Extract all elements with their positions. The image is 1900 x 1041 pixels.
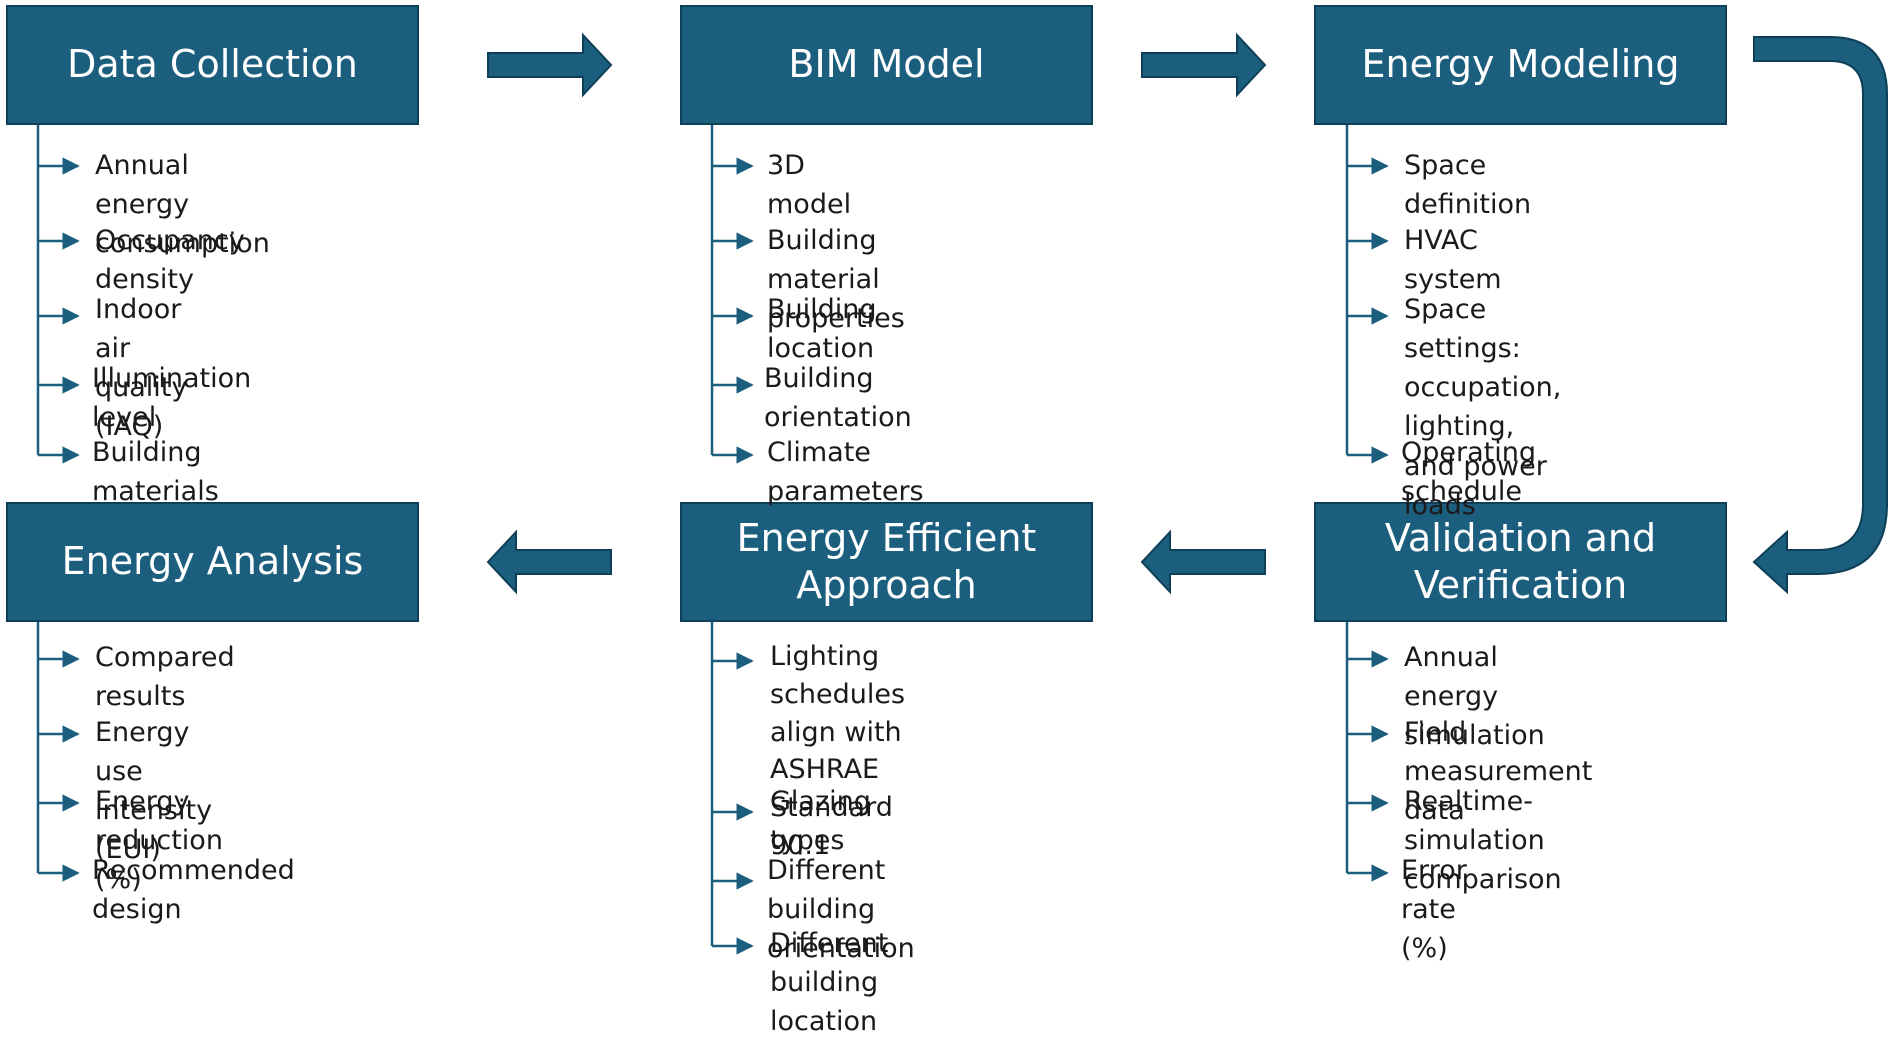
list-item: Realtime-simulation comparison	[1404, 786, 1562, 896]
left-arrow-icon	[486, 529, 612, 595]
list-item: Field measurement data	[1404, 717, 1593, 827]
energy-modeling-title: Energy Modeling	[1361, 42, 1680, 87]
list-item: Recommended design	[92, 855, 295, 926]
energy-efficient-approach-box: Energy Efficient Approach	[680, 502, 1093, 622]
list-item: Lighting schedules align with ASHRAE Sta…	[770, 641, 906, 861]
energy-efficient-approach-title: Energy Efficient Approach	[736, 515, 1037, 608]
curved-down-arrow-icon	[1752, 36, 1888, 595]
bim-model-title: BIM Model	[788, 42, 985, 87]
left-arrow-icon	[1140, 529, 1266, 595]
right-arrow-icon	[1141, 32, 1267, 98]
data-collection-box: Data Collection	[6, 5, 419, 125]
energy-analysis-box: Energy Analysis	[6, 502, 419, 622]
energy-modeling-box: Energy Modeling	[1314, 5, 1727, 125]
list-item: Occupancy density	[95, 225, 245, 296]
list-item: Glazing types	[770, 786, 871, 857]
list-item: Illumination level	[92, 363, 252, 434]
validation-verification-title: Validation and Verification	[1384, 515, 1657, 608]
bim-model-box: BIM Model	[680, 5, 1093, 125]
list-item: Building orientation	[764, 363, 912, 434]
list-item: Operating schedule	[1401, 437, 1536, 508]
bim-model-branches	[710, 125, 754, 464]
right-arrow-icon	[487, 32, 613, 98]
list-item: Compared results	[95, 642, 235, 713]
energy-analysis-title: Energy Analysis	[61, 539, 364, 584]
list-item: Building materials	[92, 437, 219, 508]
list-item: Annual energy consumption	[95, 150, 270, 260]
list-item: Climate parameters	[767, 437, 924, 508]
validation-verification-box: Validation and Verification	[1314, 502, 1727, 622]
energy-analysis-branches	[36, 622, 80, 882]
list-item: 3D model	[767, 150, 852, 221]
list-item: Indoor air quality (IAQ)	[95, 294, 188, 443]
list-item: Building location	[767, 294, 877, 365]
list-item: Annual energy simulation	[1404, 642, 1545, 752]
list-item: Building material properties	[767, 225, 905, 335]
energy-efficient-approach-branches	[710, 622, 754, 955]
validation-verification-branches	[1345, 622, 1389, 882]
list-item: Energy use intensity (EUI)	[95, 717, 213, 866]
data-collection-title: Data Collection	[67, 42, 358, 87]
list-item: Energy reduction (%)	[95, 786, 223, 896]
list-item: Space settings: occupation, lighting, an…	[1404, 294, 1562, 521]
list-item: Space definition	[1404, 150, 1532, 221]
list-item: Different building orientation	[767, 855, 915, 965]
list-item: Error rate (%)	[1401, 855, 1467, 965]
data-collection-branches	[36, 125, 80, 464]
diagram-connectors	[36, 32, 1888, 955]
list-item: HVAC system	[1404, 225, 1502, 296]
energy-modeling-branches	[1345, 125, 1389, 464]
